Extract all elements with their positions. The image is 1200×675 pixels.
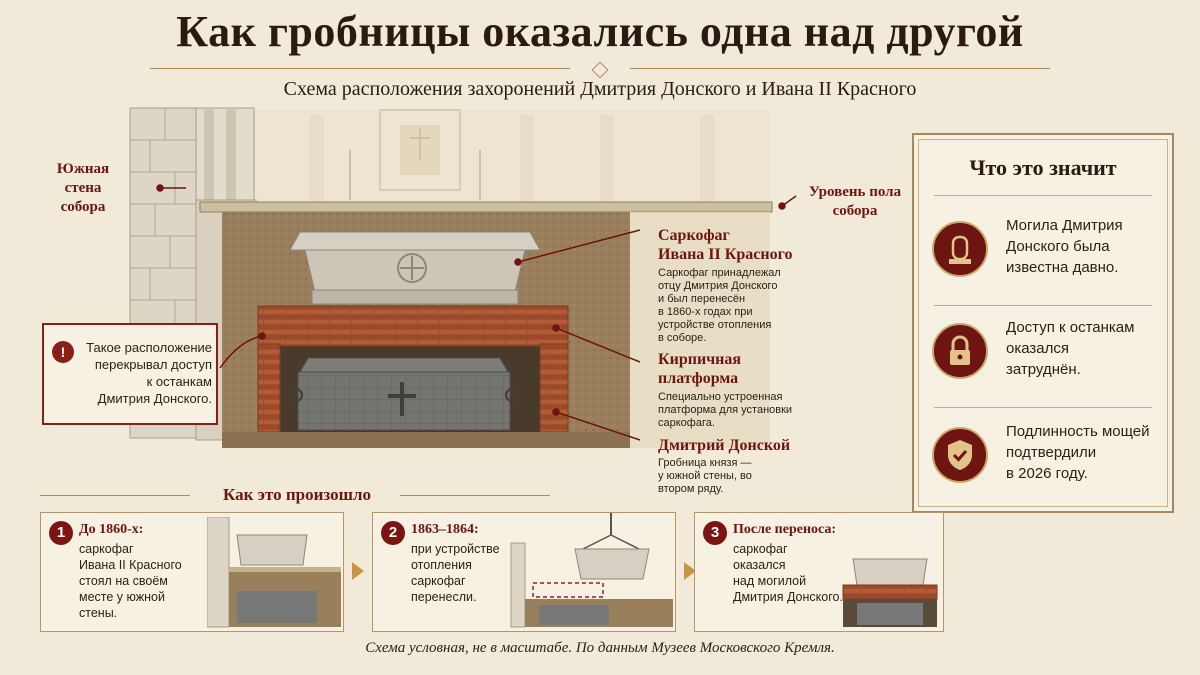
panel-title: Что это значит (969, 155, 1117, 180)
step-number: 3 (703, 521, 727, 545)
step-3-illustration (842, 558, 938, 627)
step-1: 1 До 1860-х: саркофаг Ивана II Красного … (40, 512, 344, 632)
panel-item-text: Доступ к останкам оказался затруднён. (1006, 319, 1135, 378)
arrow-right-icon (684, 562, 696, 580)
title-divider-right (630, 68, 1050, 69)
warning-text: Такое расположение перекрывал доступ к о… (86, 340, 212, 406)
ivan-sarcophagus (289, 231, 541, 305)
how-title: Как это произошло (222, 485, 372, 504)
arrow-right-icon (352, 562, 364, 580)
brick-label-text: Специально устроенная платформа для уста… (658, 391, 793, 429)
dmitry-label-text: Гробница князя — у южной стены, во второ… (658, 457, 752, 495)
dmitry-label-title: Дмитрий Донской (658, 437, 791, 454)
ivan-label-text: Саркофаг принадлежал отцу Дмитрия Донско… (658, 267, 781, 344)
step-text: при устройстве отопления саркофаг перене… (411, 542, 500, 604)
shield-check-icon (932, 427, 988, 483)
step-2: 2 1863–1864: при устройстве отопления са… (372, 512, 676, 632)
south-wall-label: Южная стена собора (56, 161, 110, 215)
warning-box: ! Такое расположение перекрывал доступ к… (42, 323, 218, 425)
tomb-icon (932, 221, 988, 277)
step-heading: После переноса: (733, 522, 837, 537)
step-heading: 1863–1864: (411, 522, 479, 537)
panel-item-tomb: Могила Дмитрия Донского была известна да… (932, 213, 1162, 293)
cross-section-diagram (129, 107, 797, 448)
panel-item-shield: Подлинность мощей подтвердили в 2026 год… (932, 419, 1162, 499)
step-text: саркофаг оказался над могилой Дмитрия До… (733, 542, 843, 604)
ornament-icon (591, 61, 609, 79)
page-subtitle: Схема расположения захоронений Дмитрия Д… (283, 78, 917, 100)
dmitry-sarcophagus (289, 357, 519, 431)
panel-item-text: Могила Дмитрия Донского была известна да… (1006, 217, 1123, 276)
step-number: 1 (49, 521, 73, 545)
cathedral-interior-sketch (230, 109, 770, 202)
brick-platform (257, 305, 569, 347)
ivan-label-title: Саркофаг Ивана II Красного (658, 227, 793, 263)
brick-label-title: Кирпичная платформа (658, 351, 742, 387)
step-heading: До 1860-х: (79, 522, 144, 537)
meaning-panel: Что это значит Могила Дмитрия Донского б… (912, 133, 1174, 513)
step-number: 2 (381, 521, 405, 545)
panel-item-text: Подлинность мощей подтвердили в 2026 год… (1006, 423, 1150, 482)
step-1-illustration (207, 517, 341, 628)
exclamation-icon: ! (52, 341, 74, 363)
footer-note: Схема условная, не в масштабе. По данным… (365, 640, 835, 656)
title-divider-left (150, 68, 570, 69)
panel-item-lock: Доступ к останкам оказался затруднён. (932, 315, 1162, 395)
step-text: саркофаг Ивана II Красного стоял на своё… (79, 542, 182, 620)
page-title: Как гробницы оказались одна над другой (176, 7, 1024, 56)
floor-level-label: Уровень пола собора (808, 184, 902, 219)
step-2-illustration (510, 513, 673, 628)
step-3: 3 После переноса: саркофаг оказался над … (694, 512, 944, 632)
cathedral-floor (199, 201, 773, 213)
lock-icon (932, 323, 988, 379)
